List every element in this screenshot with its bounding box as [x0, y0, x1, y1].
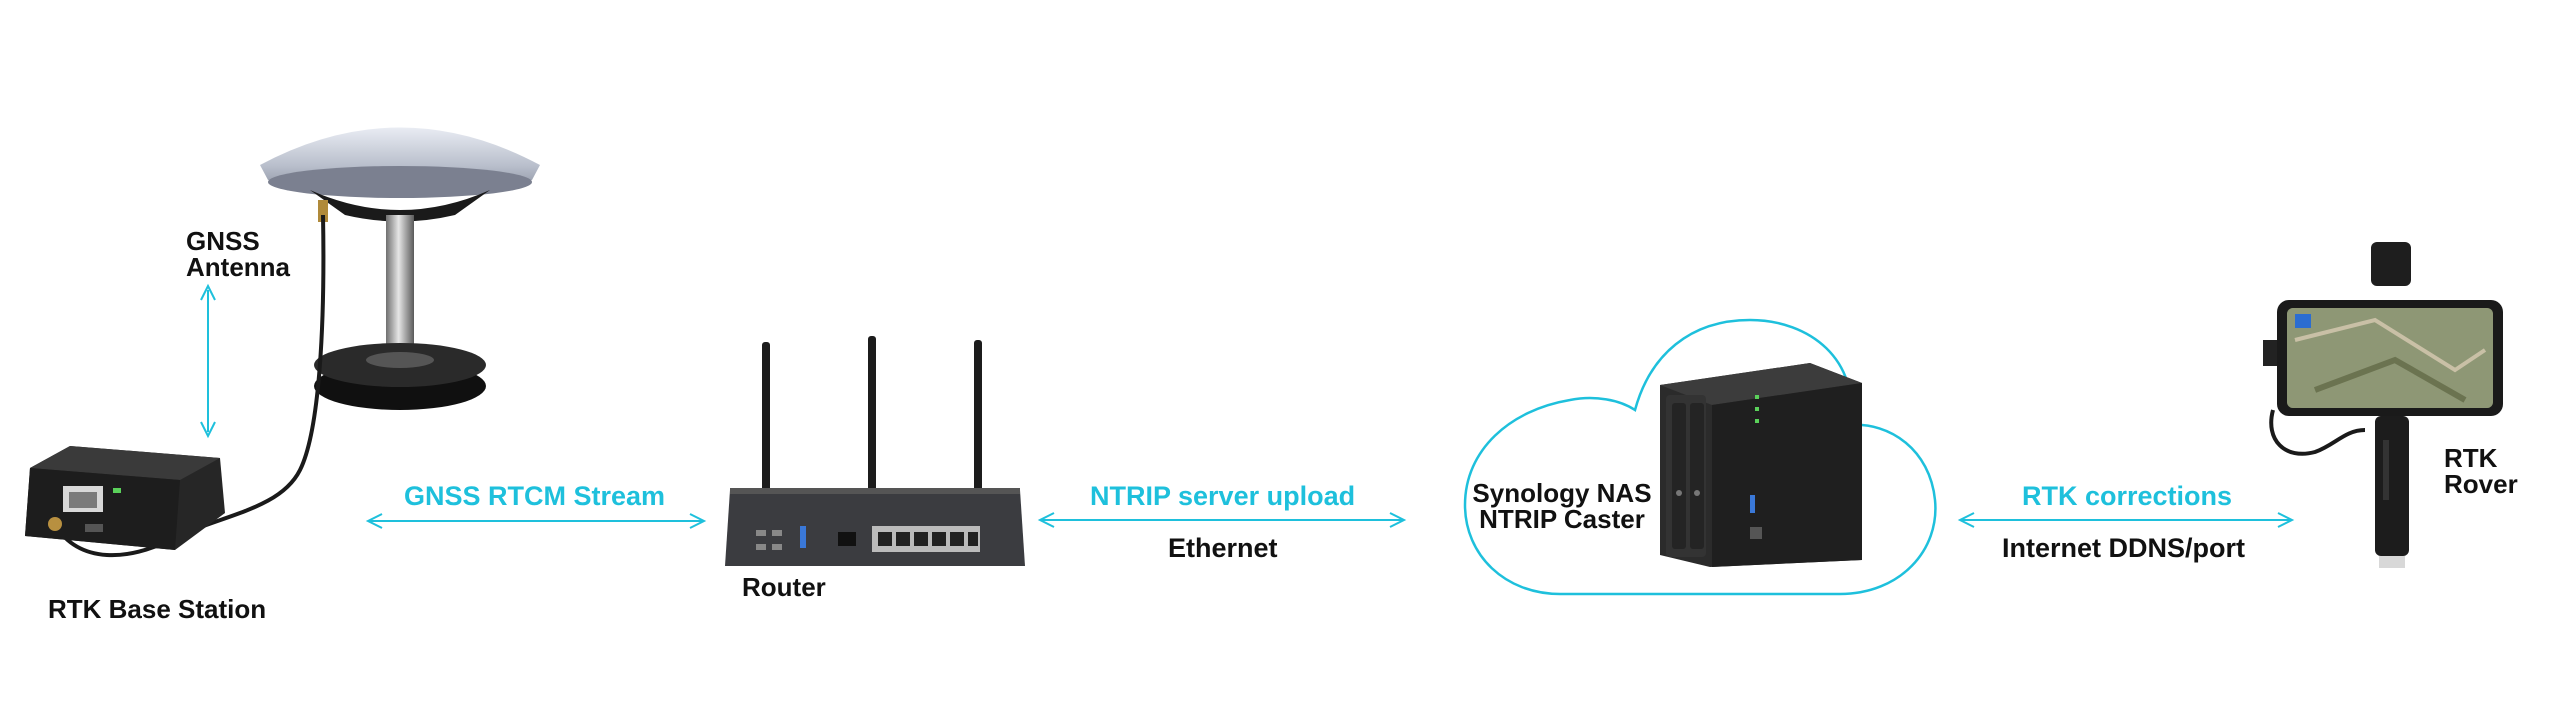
- rtk-rover-icon: [2263, 242, 2503, 568]
- nas-icon: [1660, 363, 1862, 567]
- rover-label: RTK Rover: [2444, 443, 2518, 499]
- router-icon: [725, 336, 1025, 566]
- antenna-label: GNSS Antenna: [186, 226, 290, 282]
- router-label: Router: [742, 572, 826, 602]
- corrections-link-sublabel: Internet DDNS/port: [2002, 533, 2245, 563]
- upload-link-label: NTRIP server upload: [1090, 481, 1356, 511]
- gnss-antenna-icon: [260, 127, 540, 410]
- rtk-base-station-icon: [25, 446, 225, 550]
- corrections-link-label: RTK corrections: [2022, 481, 2233, 511]
- base-station-label: RTK Base Station: [48, 594, 267, 624]
- nas-label: Synology NAS NTRIP Caster: [1472, 478, 1652, 534]
- upload-link-sublabel: Ethernet: [1168, 533, 1278, 563]
- stream-link-label: GNSS RTCM Stream: [404, 481, 666, 511]
